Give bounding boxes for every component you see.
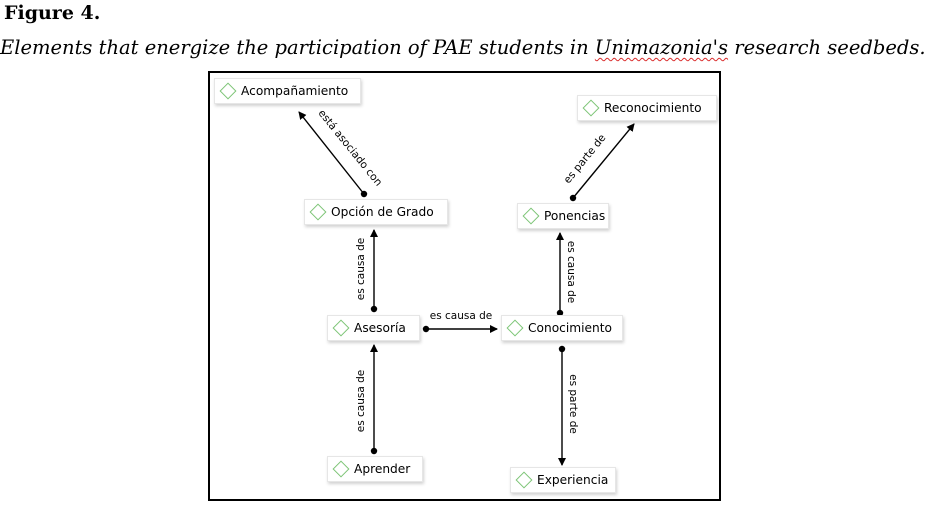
node-aprender: Aprender bbox=[327, 456, 423, 482]
edge-asociado-start bbox=[360, 190, 368, 198]
node-ponencias: Ponencias bbox=[517, 203, 609, 229]
node-label: Experiencia bbox=[537, 473, 609, 487]
caption-text-end: research seedbeds. bbox=[728, 36, 926, 59]
node-diamond-icon bbox=[582, 99, 600, 117]
edge-conocimiento-experiencia-start bbox=[558, 345, 566, 353]
node-asesoria: Asesoría bbox=[327, 315, 420, 341]
caption-spellcheck-word: Unimazonia's bbox=[594, 36, 729, 59]
node-diamond-icon bbox=[522, 207, 540, 225]
figure-caption: Elements that energize the participation… bbox=[0, 36, 926, 59]
node-label: Conocimiento bbox=[528, 321, 612, 335]
edge-conocimiento-ponencias-start bbox=[556, 309, 564, 317]
node-diamond-icon bbox=[309, 203, 327, 221]
caption-text-start: Elements that energize the participation… bbox=[0, 36, 595, 59]
edge-label-conocimiento-ponencias: es causa de bbox=[565, 240, 577, 304]
edge-asesoria-conocimiento-start bbox=[422, 325, 430, 333]
node-label: Aprender bbox=[354, 462, 411, 476]
node-experiencia: Experiencia bbox=[510, 467, 616, 493]
node-reconocimiento: Reconocimiento bbox=[577, 95, 717, 121]
node-acompanamiento: Acompañamiento bbox=[214, 78, 361, 104]
edge-asesoria-opcion-start bbox=[370, 305, 378, 313]
node-label: Asesoría bbox=[354, 321, 406, 335]
node-label: Ponencias bbox=[544, 209, 606, 223]
edge-label-asesoria-conocimiento: es causa de bbox=[429, 310, 493, 322]
edge-label-asesoria-opcion: es causa de bbox=[355, 237, 367, 301]
edge-asociado-line bbox=[298, 111, 365, 195]
figure-label: Figure 4. bbox=[4, 2, 101, 24]
node-label: Reconocimiento bbox=[604, 101, 702, 115]
edge-ponencias-reconocimiento-start bbox=[569, 194, 577, 202]
edge-label-conocimiento-experiencia: es parte de bbox=[567, 374, 579, 434]
node-diamond-icon bbox=[332, 460, 350, 478]
node-diamond-icon bbox=[515, 471, 533, 489]
node-label: Acompañamiento bbox=[241, 84, 349, 98]
edge-ponencias-reconocimiento-line bbox=[572, 123, 635, 199]
node-label: Opción de Grado bbox=[331, 205, 434, 219]
edge-aprender-asesoria-start bbox=[370, 447, 378, 455]
node-diamond-icon bbox=[332, 319, 350, 337]
node-diamond-icon bbox=[506, 319, 524, 337]
diagram-frame bbox=[208, 71, 721, 501]
node-opcion-de-grado: Opción de Grado bbox=[304, 199, 448, 225]
node-conocimiento: Conocimiento bbox=[501, 315, 623, 341]
node-diamond-icon bbox=[219, 82, 237, 100]
edge-label-aprender-asesoria: es causa de bbox=[355, 369, 367, 433]
